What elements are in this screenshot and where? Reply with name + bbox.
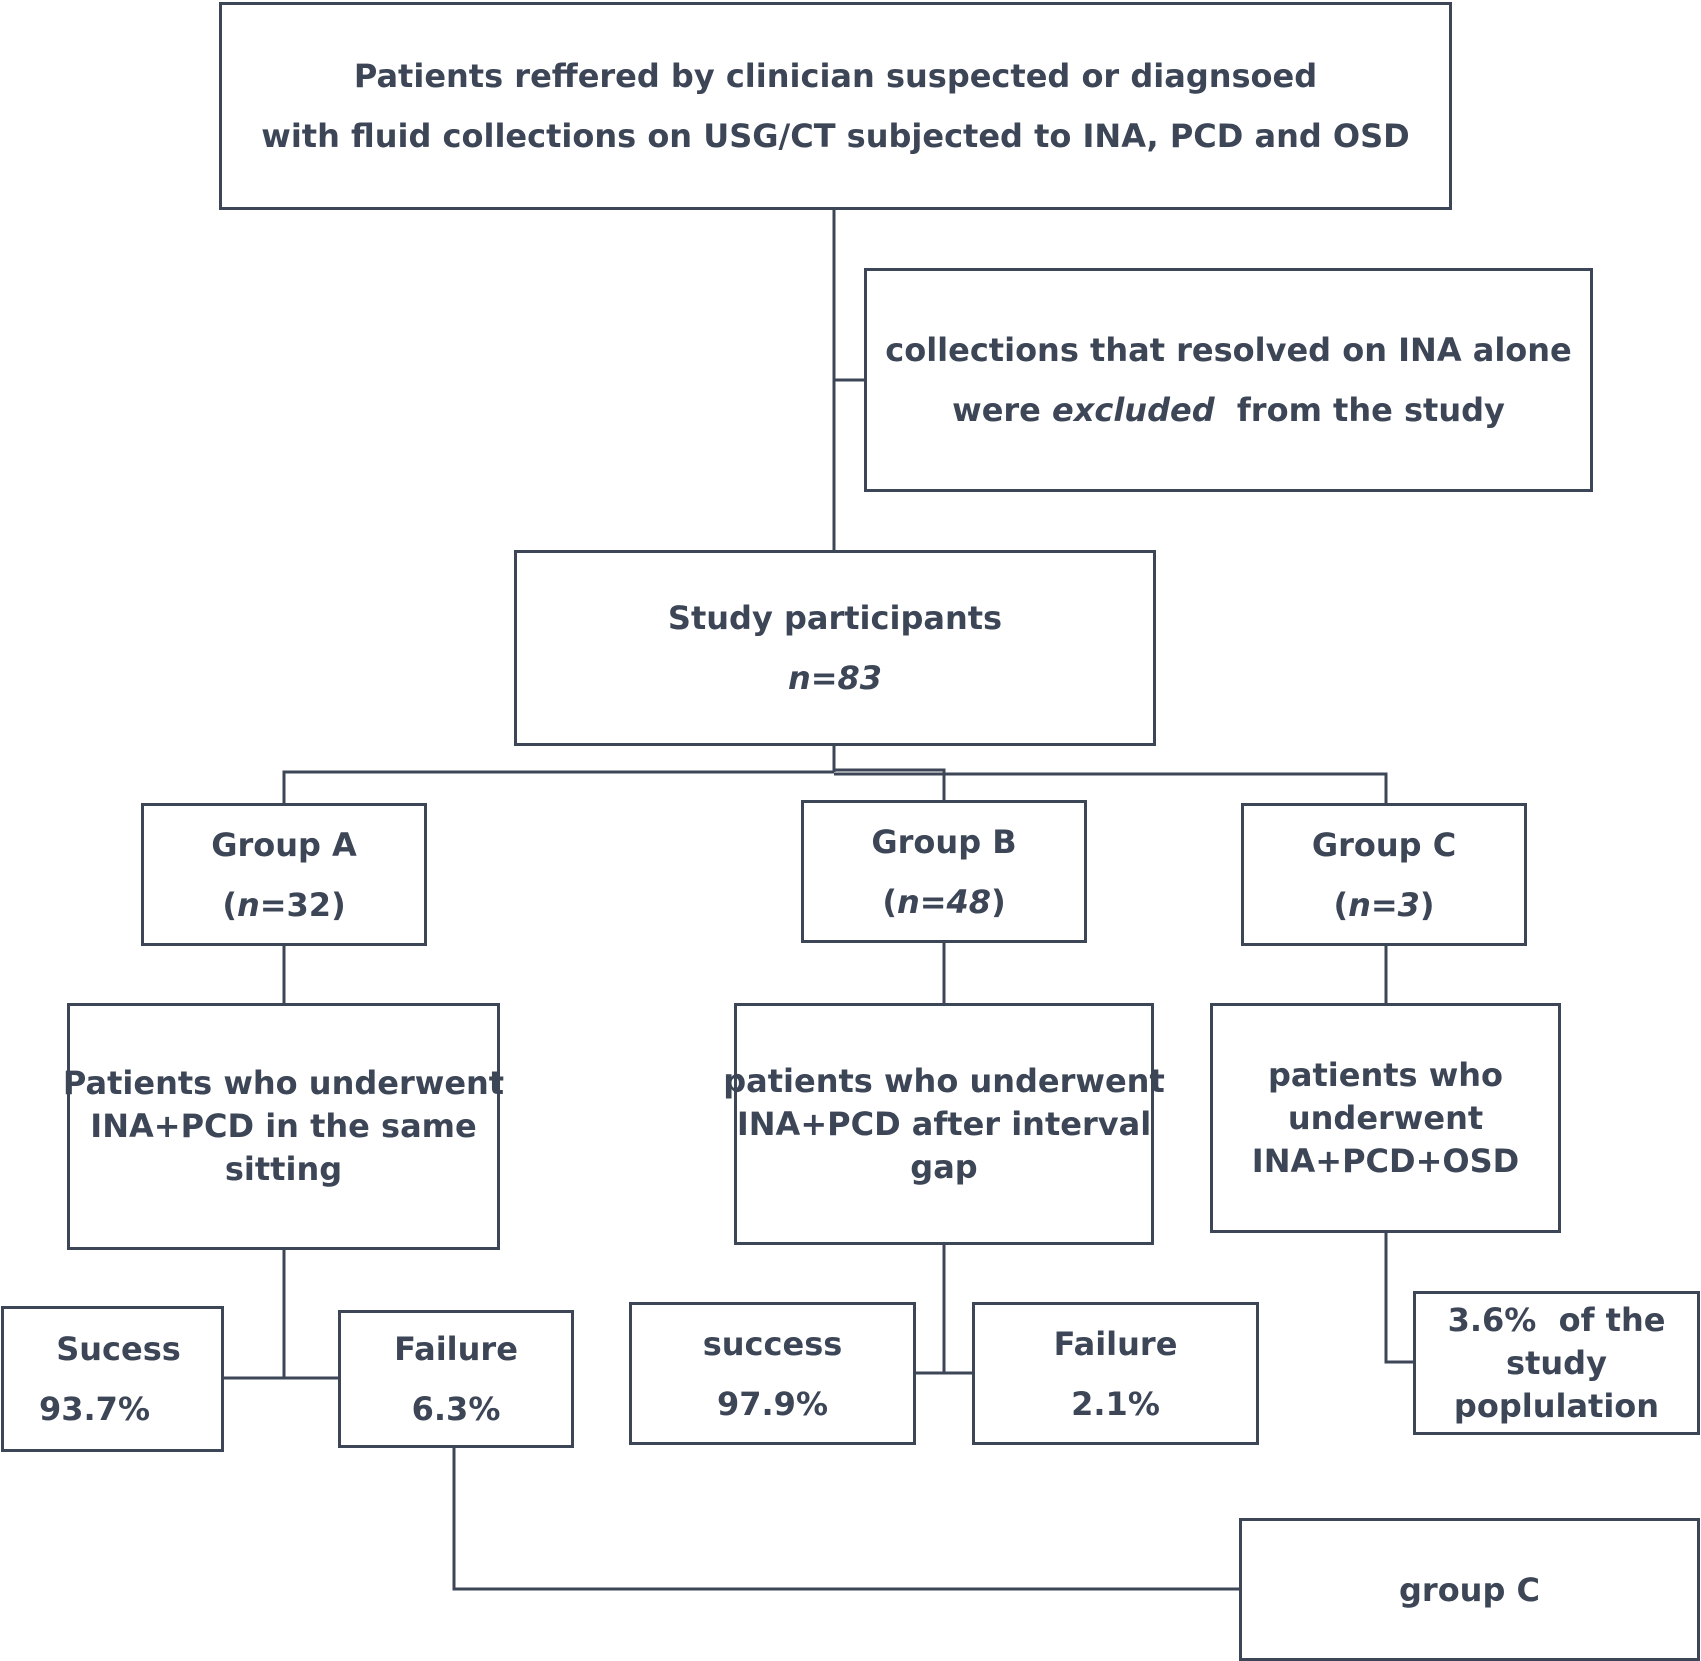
- group-c-share-line-2: study: [1506, 1343, 1607, 1382]
- group-c-box: Group C (n=3): [1241, 803, 1527, 946]
- exclusion-line-1: collections that resolved on INA alone: [885, 331, 1572, 369]
- connector-failure-to-group-c: [452, 1447, 1240, 1591]
- group-c-share-box: 3.6% of the study poplulation: [1413, 1291, 1700, 1435]
- group-a-failure-value: 6.3%: [411, 1390, 501, 1428]
- group-c-name: Group C: [1311, 825, 1457, 864]
- group-c-count: (n=3): [1333, 885, 1435, 924]
- connector-to-group-b: [834, 768, 946, 800]
- group-c-procedure-line-3: INA+PCD+OSD: [1251, 1141, 1520, 1180]
- group-b-count: (n=48): [882, 882, 1006, 921]
- group-b-failure-label: Failure: [1053, 1324, 1178, 1363]
- group-c-procedure-line-2: underwent: [1287, 1098, 1484, 1137]
- connector-to-group-c: [834, 772, 1388, 803]
- intake-line-1: Patients reffered by clinician suspected…: [353, 57, 1318, 95]
- group-b-success-value: 97.9%: [716, 1384, 828, 1423]
- connector-c-note: [1384, 1231, 1414, 1364]
- group-b-procedure-line-3: gap: [910, 1147, 978, 1186]
- intake-line-2: with fluid collections on USG/CT subject…: [261, 117, 1410, 155]
- group-b-procedure-line-2: INA+PCD after interval: [736, 1104, 1152, 1143]
- group-a-success-value: 93.7%: [38, 1390, 150, 1428]
- group-c-procedure-box: patients who underwent INA+PCD+OSD: [1210, 1003, 1561, 1233]
- group-b-procedure-line-1: patients who underwent: [723, 1061, 1165, 1100]
- connector-to-group-a: [282, 770, 834, 803]
- group-c-procedure-line-1: patients who: [1267, 1055, 1504, 1094]
- intake-box: Patients reffered by clinician suspected…: [219, 2, 1452, 210]
- group-a-failure-box: Failure 6.3%: [338, 1310, 574, 1448]
- group-a-failure-label: Failure: [394, 1330, 518, 1368]
- exclusion-box: collections that resolved on INA alone w…: [864, 268, 1593, 492]
- group-b-failure-value: 2.1%: [1071, 1384, 1160, 1423]
- group-b-procedure-box: patients who underwent INA+PCD after int…: [723, 1003, 1165, 1245]
- group-c-share-line-1: 3.6% of the: [1447, 1300, 1666, 1339]
- group-b-name: Group B: [871, 822, 1017, 861]
- group-a-procedure-box: Patients who underwent INA+PCD in the sa…: [63, 1003, 504, 1250]
- group-c-share-line-3: poplulation: [1453, 1386, 1660, 1425]
- group-a-procedure-line-2: INA+PCD in the same: [90, 1107, 477, 1145]
- failure-to-group-c-label: group C: [1399, 1570, 1540, 1609]
- excluded-emphasis: excluded: [1052, 391, 1215, 429]
- group-a-box: Group A (n=32): [141, 803, 427, 946]
- group-a-procedure-line-1: Patients who underwent: [62, 1064, 505, 1102]
- participants-title: Study participants: [667, 599, 1003, 637]
- group-b-success-box: success 97.9%: [629, 1302, 916, 1445]
- group-a-count: (n=32): [222, 885, 346, 924]
- group-b-box: Group B (n=48): [801, 800, 1087, 943]
- exclusion-line-2: were excluded from the study: [952, 391, 1505, 429]
- participants-count: n=83: [787, 659, 883, 697]
- group-a-success-box: Sucess 93.7%: [1, 1306, 224, 1452]
- failure-to-group-c-box: group C: [1239, 1518, 1700, 1661]
- group-a-procedure-line-3: sitting: [224, 1150, 343, 1188]
- group-a-name: Group A: [211, 825, 357, 864]
- group-b-failure-box: Failure 2.1%: [972, 1302, 1259, 1445]
- participants-box: Study participants n=83: [514, 550, 1156, 746]
- group-a-success-label: Sucess: [56, 1330, 181, 1368]
- group-b-success-label: success: [702, 1324, 843, 1363]
